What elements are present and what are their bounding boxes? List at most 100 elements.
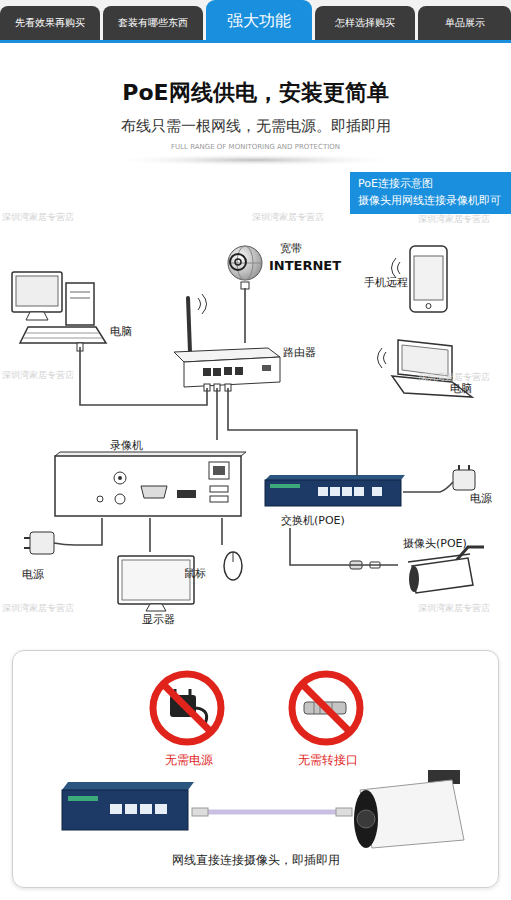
node-label: 摄像头用网线连接录像机即可	[358, 194, 501, 207]
nvr-node: 录像机	[52, 440, 244, 518]
info-box: PoE连接示意图摄像头用网线连接录像机即可	[350, 172, 511, 214]
lan-port	[213, 466, 225, 475]
nav-tab: 先看效果再购买	[0, 6, 100, 40]
vga-port	[141, 486, 167, 498]
router-port	[203, 368, 211, 376]
node-label: 电源	[470, 492, 492, 505]
cable-line	[290, 528, 398, 565]
at-sign	[230, 254, 246, 270]
watermark: 深圳湾家居专营店	[2, 370, 74, 381]
adapter-prong	[24, 537, 30, 539]
cable-line	[75, 518, 102, 545]
nav-tab: 单品展示	[418, 6, 511, 40]
watermark: 深圳湾家居专营店	[418, 214, 490, 225]
phone-body	[410, 246, 447, 312]
camera-front	[354, 790, 378, 848]
nvr-body	[55, 456, 241, 516]
adapter-prong	[24, 547, 30, 549]
power-adapter	[453, 470, 475, 490]
router-power-port	[262, 365, 271, 371]
usb-port	[210, 496, 228, 502]
wifi-wave	[198, 298, 201, 310]
poe-switch-node: 交换机(POE)	[263, 476, 403, 528]
router-front	[184, 357, 280, 387]
pc-drive	[70, 298, 90, 299]
switch-uplink-port	[372, 487, 382, 496]
power-adapter-node: 电源	[15, 527, 75, 582]
camera-sunshade	[408, 554, 470, 562]
wifi-wave	[398, 262, 401, 274]
phone-screen	[414, 256, 443, 300]
switch-port	[354, 487, 364, 496]
nvr-audio-port	[114, 472, 126, 484]
switch-body	[265, 480, 401, 506]
usb-port	[210, 486, 228, 492]
phone-button	[426, 304, 431, 309]
prohibit-slash	[302, 684, 350, 732]
nvr-power-port	[97, 496, 103, 502]
switch-top	[62, 782, 194, 790]
cable-line	[228, 388, 357, 476]
watermark: 深圳湾家居专营店	[2, 603, 74, 614]
globe	[228, 246, 262, 280]
nav-tab-active: 强大功能	[206, 0, 312, 42]
node-label: 宽带	[280, 242, 302, 255]
adapter-cord	[54, 543, 75, 545]
laptop-screen	[402, 345, 448, 376]
pc-screen	[16, 276, 58, 306]
switch-top	[265, 475, 405, 480]
no-adapter-badge: 无需转接口	[280, 661, 375, 771]
adapter-prong	[468, 465, 470, 470]
router-port	[224, 367, 232, 375]
node-label: 显示器	[142, 613, 175, 626]
main-title: PoE网线供电，安装更简单	[0, 80, 511, 106]
wifi-wave	[392, 258, 397, 278]
router-port	[213, 368, 221, 376]
computer-node: 电脑	[5, 265, 135, 347]
adapter-prong	[458, 465, 460, 470]
switch-port	[330, 487, 340, 496]
router-antenna	[188, 298, 190, 352]
poe-camera-node: 摄像头(POE)	[398, 538, 508, 594]
nav-tab: 套装有哪些东西	[103, 6, 203, 40]
monitor-stand	[146, 604, 166, 611]
english-tagline: FULL RANGE OF MONITORING AND PROTECTION	[0, 143, 511, 151]
watermark: 深圳湾家居专营店	[2, 212, 74, 223]
switch-badge	[68, 796, 98, 801]
subtitle: 布线只需一根网线，无需电源。即插即用	[0, 117, 511, 135]
watermark: 深圳湾家居专营店	[252, 212, 324, 223]
switch-port	[110, 804, 122, 814]
switch-port	[155, 804, 167, 814]
node-label: 摄像头(POE)	[403, 537, 467, 550]
tab-label: 先看效果再购买	[0, 17, 100, 29]
nvr-audio-port	[115, 494, 125, 504]
prohibit-sign	[153, 674, 221, 742]
router-port	[235, 367, 243, 375]
pc-stand	[26, 312, 48, 320]
phone-node: 手机远程	[362, 240, 454, 315]
mouse-button	[233, 552, 234, 562]
pc-tower	[66, 283, 94, 325]
camera-lens	[357, 810, 375, 828]
adapter-cord	[440, 482, 453, 492]
switch-port	[318, 487, 328, 496]
cable-line	[216, 388, 218, 440]
node-label: 网线直接连接摄像头，即插即用	[13, 853, 498, 867]
switch-port	[342, 487, 352, 496]
adapter-prong	[189, 689, 192, 695]
switch-port	[125, 804, 137, 814]
laptop-node: 电脑	[368, 338, 486, 400]
rj45-plug	[336, 808, 352, 816]
at-sign-inner	[235, 259, 241, 265]
tab-label: 单品展示	[418, 17, 511, 29]
camera-body	[412, 558, 473, 593]
switch-port	[140, 804, 152, 814]
node-label: 无需电源	[141, 753, 236, 767]
hdmi-port	[177, 490, 196, 498]
pc-drive	[70, 292, 90, 293]
tab-label: 套装有哪些东西	[103, 17, 203, 29]
no-power-badge: 无需电源	[141, 661, 236, 771]
